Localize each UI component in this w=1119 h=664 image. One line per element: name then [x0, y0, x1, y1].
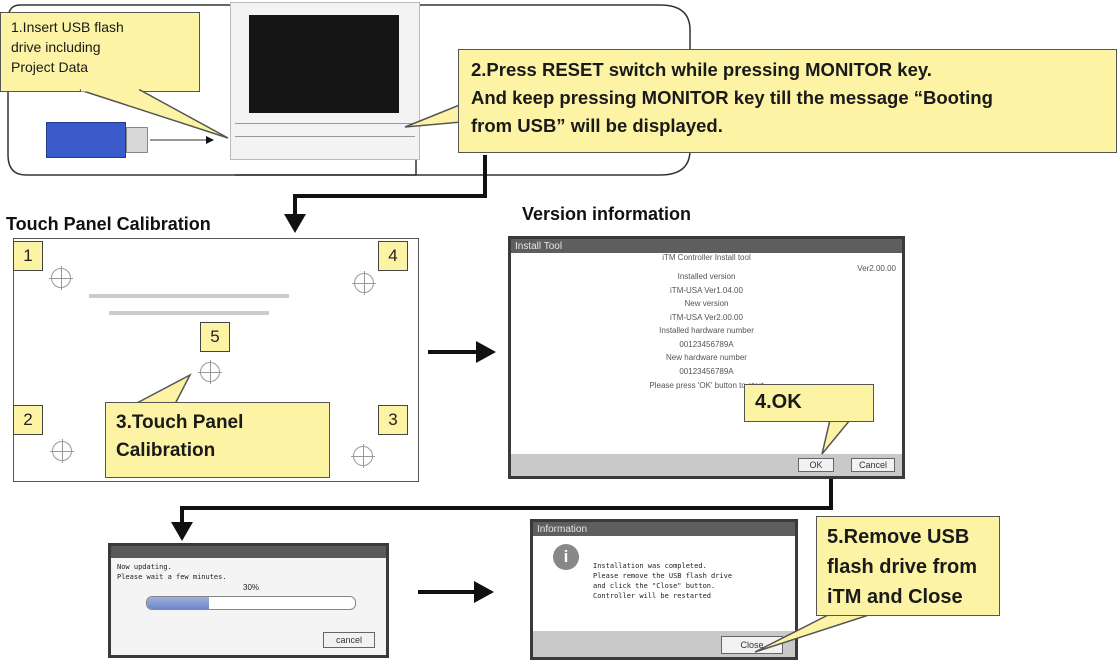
info-message: Installation was completed.: [593, 562, 707, 570]
flow-arrowhead-lower: [171, 522, 193, 541]
progress-titlebar: [111, 546, 386, 558]
version-title: Version information: [522, 204, 692, 224]
version-line: Installed hardware number: [659, 326, 754, 335]
info-message: Controller will be restarted: [593, 592, 712, 600]
flow-arrowhead-middle: [476, 341, 496, 363]
calibration-point-2: 2: [13, 405, 43, 435]
flow-arrowhead-top: [284, 214, 306, 233]
version-line: 00123456789A: [679, 367, 734, 376]
usb-connector-icon: [126, 127, 148, 153]
flow-arrowhead-bottom: [474, 581, 494, 603]
step4-callout: 4.OK: [744, 384, 874, 422]
calibration-text-blur: [109, 311, 269, 315]
version-line: New version: [684, 299, 729, 308]
version-line: Installed version: [677, 272, 736, 281]
step2-line: from USB” will be displayed.: [471, 115, 723, 136]
information-titlebar: Information: [533, 522, 795, 536]
step1-line: 1.Insert USB flash: [11, 19, 124, 35]
calibration-text-blur: [89, 294, 289, 298]
install-tool-window: Install Tool iTM Controller Install tool…: [508, 236, 905, 479]
step3-line: Calibration: [116, 440, 216, 461]
flow-line-lower: [180, 476, 833, 524]
progress-window: Now updating. Please wait a few minutes.…: [108, 543, 389, 658]
version-line: New hardware number: [666, 353, 747, 362]
info-icon: i: [553, 544, 579, 570]
step3-callout: 3.Touch Panel Calibration: [105, 402, 330, 478]
calibration-point-5: 5: [200, 322, 230, 352]
step5-line: flash drive from: [827, 556, 978, 578]
app-title: iTM Controller Install tool: [662, 253, 751, 262]
step3-line: 3.Touch Panel: [116, 412, 244, 433]
calibration-point-4: 4: [378, 241, 408, 271]
controller-key-strip: [235, 123, 415, 137]
ok-button[interactable]: OK: [798, 458, 834, 472]
step5-callout: 5.Remove USB flash drive from iTM and Cl…: [816, 516, 1000, 616]
close-button[interactable]: Close: [721, 636, 783, 654]
step2-line: 2.Press RESET switch while pressing MONI…: [471, 59, 932, 80]
step1-callout: 1.Insert USB flash drive including Proje…: [0, 12, 200, 92]
info-message: and click the "Close" button.: [593, 582, 716, 590]
version-line: iTM-USA Ver2.00.00: [670, 313, 743, 322]
step5-line: 5.Remove USB: [827, 526, 970, 548]
step5-line: iTM and Close: [827, 586, 963, 608]
controller-device: [230, 2, 420, 160]
progress-cancel-button[interactable]: cancel: [323, 632, 375, 648]
step2-callout: 2.Press RESET switch while pressing MONI…: [458, 49, 1117, 153]
crosshair-icon: [50, 439, 74, 463]
version-line: 00123456789A: [679, 340, 734, 349]
version-line: Please press 'OK' button to start: [649, 381, 764, 390]
calibration-point-3: 3: [378, 405, 408, 435]
crosshair-icon: [198, 360, 222, 384]
usb-drive-icon: [46, 122, 126, 158]
progress-percent: 30%: [243, 583, 260, 592]
calibration-title: Touch Panel Calibration: [6, 214, 211, 234]
controller-screen: [249, 15, 399, 113]
version-line: iTM-USA Ver1.04.00: [670, 286, 743, 295]
crosshair-icon: [351, 444, 375, 468]
crosshair-icon: [352, 271, 376, 295]
information-window: Information i Installation was completed…: [530, 519, 798, 660]
progress-track: [146, 596, 356, 610]
install-tool-titlebar: Install Tool: [511, 239, 902, 253]
cancel-button[interactable]: Cancel: [851, 458, 895, 472]
crosshair-icon: [49, 266, 73, 290]
version-number: Ver2.00.00: [857, 264, 896, 273]
progress-message: Now updating.: [117, 563, 172, 571]
calibration-point-1: 1: [13, 241, 43, 271]
flow-line-top: [293, 155, 487, 216]
step1-line: Project Data: [11, 59, 89, 75]
step1-line: drive including: [11, 39, 101, 55]
info-message: Please remove the USB flash drive: [593, 572, 733, 580]
step2-line: And keep pressing MONITOR key till the m…: [471, 87, 993, 108]
progress-message: Please wait a few minutes.: [117, 573, 227, 581]
progress-fill: [147, 597, 210, 609]
